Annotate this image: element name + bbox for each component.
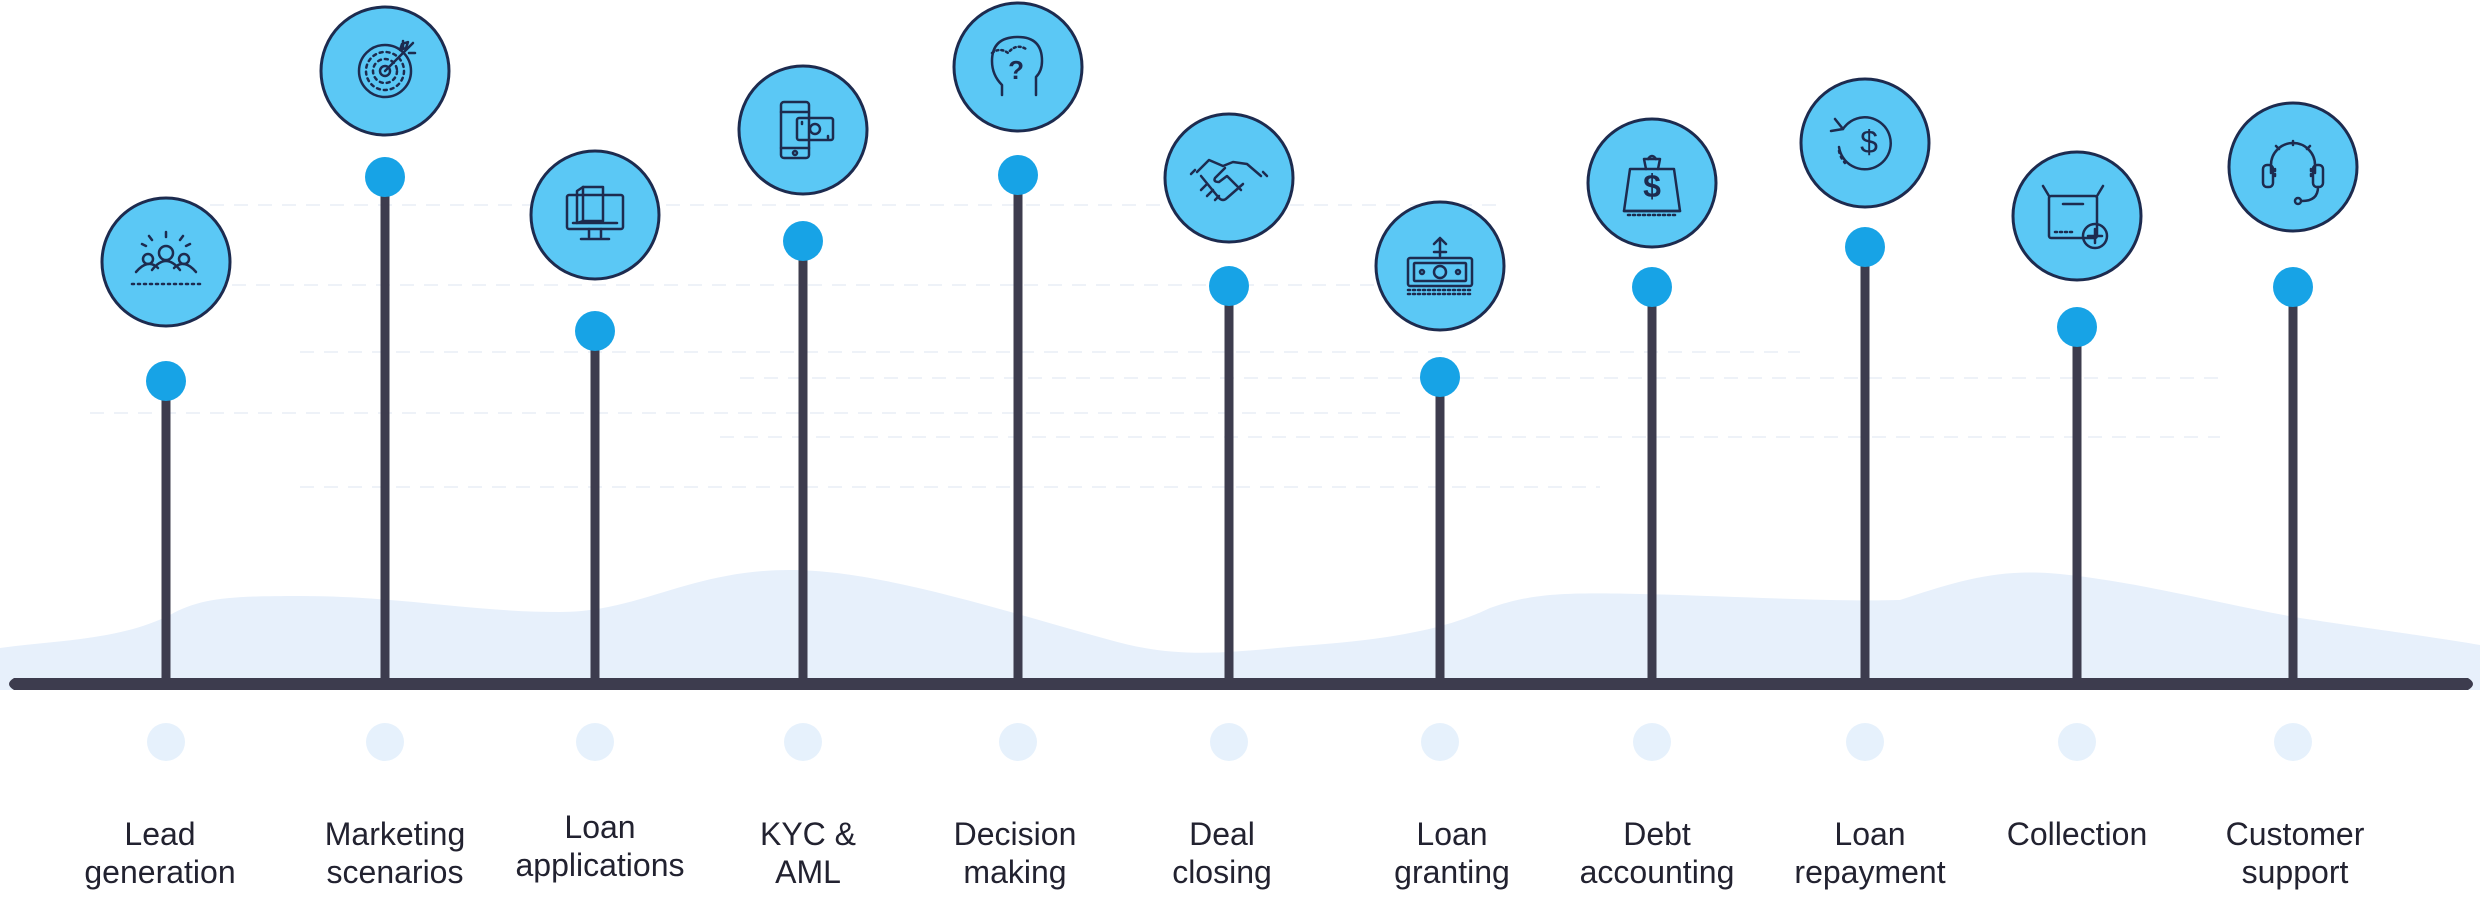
step-label-line1: Customer bbox=[2225, 816, 2365, 852]
step-label-line1: Collection bbox=[2006, 816, 2148, 852]
step-marker-dot bbox=[575, 311, 615, 351]
foot-dot bbox=[366, 723, 404, 761]
foot-dot bbox=[576, 723, 614, 761]
box-add-icon bbox=[2011, 150, 2143, 282]
foot-dot bbox=[784, 723, 822, 761]
step-label-line1: Loan bbox=[564, 809, 636, 845]
monitor-icon bbox=[529, 149, 661, 281]
icons: ? $ $ bbox=[100, 1, 2359, 332]
handshake-icon bbox=[1163, 112, 1295, 244]
step-label-line1: Debt bbox=[1623, 816, 1691, 852]
money-stack-icon bbox=[1374, 200, 1506, 332]
step-marker-dot bbox=[1632, 267, 1672, 307]
target-icon bbox=[319, 5, 451, 137]
step-label-line2: making bbox=[963, 854, 1067, 890]
step-label-line1: Loan bbox=[1416, 816, 1488, 852]
marker-dots bbox=[146, 155, 2313, 401]
step-marker-dot bbox=[1209, 266, 1249, 306]
step-label-line2: AML bbox=[775, 854, 841, 890]
step-marker-dot bbox=[365, 157, 405, 197]
step-marker-dot bbox=[2273, 267, 2313, 307]
head-question-icon: ? bbox=[952, 1, 1084, 133]
foot-dot bbox=[2274, 723, 2312, 761]
foot-dot bbox=[2058, 723, 2096, 761]
step-label-line2: generation bbox=[84, 854, 236, 890]
step-label-line1: Loan bbox=[1834, 816, 1906, 852]
step-label-line1: Marketing bbox=[324, 816, 466, 852]
svg-text:?: ? bbox=[1008, 55, 1024, 85]
step-label-line1: Decision bbox=[953, 816, 1077, 852]
stems bbox=[161, 175, 2298, 680]
step-label-line1: KYC & bbox=[759, 816, 857, 852]
step-marker-dot bbox=[1845, 227, 1885, 267]
foot-dot bbox=[1421, 723, 1459, 761]
foot-dot bbox=[999, 723, 1037, 761]
money-bag-icon: $ bbox=[1586, 117, 1718, 249]
step-marker-dot bbox=[998, 155, 1038, 195]
step-marker-dot bbox=[146, 361, 186, 401]
svg-text:$: $ bbox=[1643, 168, 1661, 204]
people-icon bbox=[100, 196, 232, 328]
step-label-line1: Lead bbox=[124, 816, 196, 852]
step-label-line2: granting bbox=[1394, 854, 1510, 890]
foot-dot bbox=[147, 723, 185, 761]
step-label-line2: support bbox=[2241, 854, 2349, 890]
step-label-line2: scenarios bbox=[326, 854, 464, 890]
baseline bbox=[9, 678, 2473, 690]
foot-dots bbox=[147, 723, 2312, 761]
step-label: Collection bbox=[1957, 815, 2197, 853]
dollar-cycle-icon: $ bbox=[1799, 77, 1931, 209]
step-marker-dot bbox=[783, 221, 823, 261]
step-marker-dot bbox=[1420, 357, 1460, 397]
svg-text:$: $ bbox=[1860, 124, 1878, 160]
foot-dot bbox=[1210, 723, 1248, 761]
step-label-line2: accounting bbox=[1579, 854, 1735, 890]
step-label-line2: applications bbox=[515, 847, 685, 883]
background-hills bbox=[0, 570, 2480, 690]
phone-money-icon bbox=[737, 64, 869, 196]
step-label: KYC &AML bbox=[688, 815, 928, 891]
headset-icon bbox=[2227, 101, 2359, 233]
step-label-line2: repayment bbox=[1794, 854, 1946, 890]
dashed-guides bbox=[90, 204, 2220, 488]
step-label-line1: Deal bbox=[1189, 816, 1255, 852]
step-marker-dot bbox=[2057, 307, 2097, 347]
foot-dot bbox=[1633, 723, 1671, 761]
step-label-line2: closing bbox=[1172, 854, 1272, 890]
foot-dot bbox=[1846, 723, 1884, 761]
